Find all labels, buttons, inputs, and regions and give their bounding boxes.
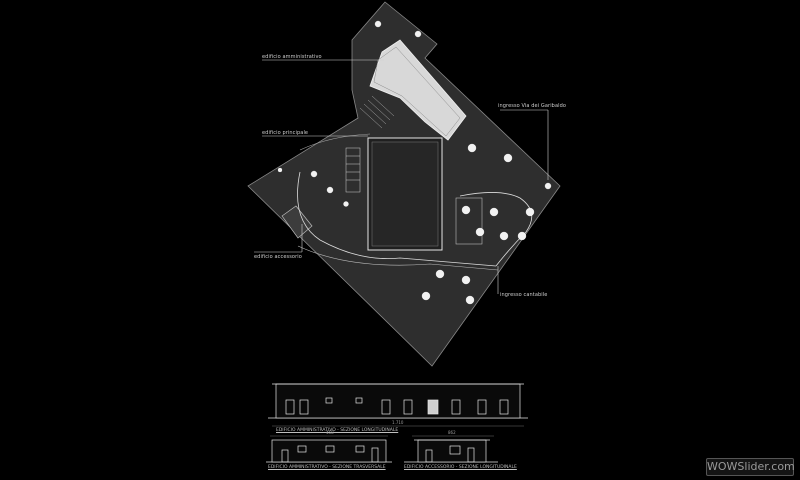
site-wall-south — [297, 245, 499, 271]
caption-transverse-section: EDIFICIO AMMINISTRATIVO - SEZIONE TRASVE… — [268, 465, 386, 470]
caption-accessory-section: EDIFICIO ACCESSORIO - SEZIONE LONGITUDIN… — [404, 465, 517, 470]
tree — [326, 186, 334, 194]
label-main-building: edificio principale — [262, 130, 309, 136]
tree — [414, 30, 422, 38]
east-terrace — [455, 197, 483, 245]
label-admin-building: edificio amministrativo — [262, 54, 322, 60]
longitudinal-section — [268, 383, 528, 427]
tree — [374, 20, 382, 28]
site-path-west — [297, 171, 497, 267]
caption-longitudinal-section: EDIFICIO AMMINISTRATIVO - SEZIONE LONGIT… — [276, 428, 399, 433]
tree — [503, 153, 513, 163]
accessory-section — [404, 435, 498, 463]
dimension-accessory: 862 — [448, 430, 456, 435]
dimension-transverse: 458 — [326, 430, 334, 435]
tree — [544, 182, 552, 190]
dimension-longitudinal: 1.710 — [392, 420, 404, 425]
tree — [489, 207, 499, 217]
tree — [461, 275, 471, 285]
label-entrance-garibaldi: ingresso Via dei Garibaldo — [498, 103, 567, 109]
tree — [277, 167, 283, 173]
tree — [310, 170, 318, 178]
main-building-inner — [371, 141, 439, 247]
admin-building-roof — [369, 39, 467, 141]
tree — [435, 269, 445, 279]
tree — [499, 231, 509, 241]
tree — [343, 201, 349, 207]
wowslider-watermark[interactable]: WOWSlider.com — [706, 458, 795, 476]
tree — [517, 231, 527, 241]
tree — [525, 207, 535, 217]
label-side-entrance: ingresso cantabile — [500, 292, 548, 298]
tree — [467, 143, 477, 153]
tree — [421, 291, 431, 301]
tree — [461, 205, 471, 215]
trees — [277, 20, 552, 305]
transverse-section — [266, 435, 392, 463]
label-accessory-building: edificio accessorio — [254, 254, 302, 260]
tree — [465, 295, 475, 305]
central-stair — [345, 147, 361, 193]
tree — [475, 227, 485, 237]
admin-building-outline — [373, 46, 461, 137]
admin-stairs — [359, 95, 395, 129]
site-path-north — [299, 133, 371, 151]
label-leaders — [254, 59, 549, 294]
accessory-building — [281, 205, 313, 239]
